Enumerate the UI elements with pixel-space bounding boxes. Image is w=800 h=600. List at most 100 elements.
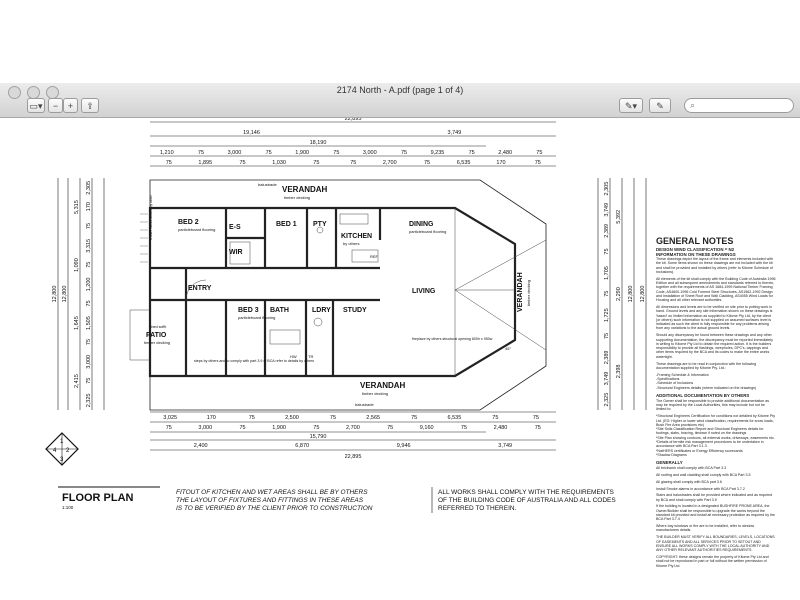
compliance-line-2: OF THE BUILDING CODE OF AUSTRALIA AND AL… [438, 497, 616, 504]
room-label-verandah-right: VERANDAH [517, 272, 524, 312]
fireplace-note: fireplace by others structural opening 8… [412, 337, 493, 341]
room-label-es: E-S [229, 224, 241, 231]
plan-title: FLOOR PLAN [62, 492, 134, 504]
dim-right-col2: 5,392 [616, 210, 622, 224]
dim-bottom-row2: 75 [313, 425, 319, 431]
floor-plan-drawing: VERANDAH timber decking BED 2 particlebo… [45, 118, 647, 513]
window-title: 2174 North - A.pdf (page 1 of 4) [336, 85, 464, 95]
caution-line-1: FITOUT OF KITCHEN AND WET AREAS SHALL BE… [176, 489, 368, 496]
dim-left-col2: 1,090 [74, 258, 80, 272]
generally-item: All roofing and wall cladding shall comp… [656, 472, 751, 477]
dim-right-col: 3,749 [604, 203, 610, 217]
dim-top-row1: 3,749 [448, 130, 462, 136]
dim-bottom-row4: 6,870 [295, 443, 309, 449]
dim-top-row4: 2,700 [383, 160, 397, 166]
north-symbol: 1 4 2 3 [45, 432, 79, 466]
notes-copyright: COPYRIGHT: these designs remain the prop… [656, 554, 769, 568]
dim-right-col2: 2,398 [616, 365, 622, 379]
room-sub-verandah-top: timber decking [284, 195, 310, 200]
dim-bottom-row1: 170 [207, 415, 216, 421]
dim-right-col: 75 [604, 248, 610, 254]
dim-left-col: 75 [86, 339, 92, 345]
generally-item: All glazing shall comply with BCA part 3… [656, 479, 722, 484]
balustrade-top: balustrade [258, 182, 277, 187]
dim-left-col: 170 [86, 202, 92, 211]
room-sub-verandah-bottom: timber decking [362, 391, 388, 396]
sidebar-toggle-button[interactable]: ▭▾ [27, 98, 45, 113]
dim-left-col: 2,305 [86, 181, 92, 195]
generally-item: Where bay windows or fire are to be inst… [656, 524, 755, 533]
dim-bottom-row1: 2,500 [285, 415, 299, 421]
room-label-kitchen: KITCHEN [341, 233, 372, 240]
search-icon: ⌕ [690, 100, 696, 110]
dim-bottom-row1: 2,565 [366, 415, 380, 421]
interior-lines [129, 208, 547, 376]
room-label-wir: WIR [229, 249, 243, 256]
dim-right-col2: 2,290 [616, 287, 622, 301]
verandah-outline [149, 179, 547, 411]
dim-top-row3: 1,210 [160, 150, 174, 156]
notes-subtitle-1: DESIGN WIND CLASSIFICATION = N2 [656, 247, 735, 252]
dim-bottom-row2: 75 [535, 425, 541, 431]
list-item: *Site Plan showing contours, all externa… [656, 435, 775, 440]
share-button[interactable]: ⇪ [81, 98, 99, 113]
dim-bottom-row4: 2,400 [194, 443, 208, 449]
dim-top-row4: 75 [350, 160, 356, 166]
dim-bottom-row2: 2,700 [346, 425, 360, 431]
dim-bottom-row2: 2,480 [494, 425, 508, 431]
dim-top-row4: 75 [313, 160, 319, 166]
dim-right-col: 1,705 [604, 266, 610, 280]
north-mark-4: 4 [53, 448, 57, 454]
list-item: -Framing Schedule & Information [656, 372, 709, 377]
dim-top-row3: 1,900 [295, 150, 309, 156]
zoom-out-button[interactable]: − [48, 98, 63, 113]
list-item: *NatHERS certificates or Energy Efficien… [656, 448, 743, 453]
notes-warning: THE BUILDER MUST VERIFY ALL BOUNDARIES, … [656, 535, 775, 553]
notes-heading-3: GENERALLY [656, 460, 683, 466]
room-sub-bed3: particleboard flooring [238, 315, 275, 320]
annotate-menu-button[interactable]: ✎▾ [619, 98, 643, 113]
room-label-bath: BATH [270, 307, 289, 314]
caution-line-2: THE LAYOUT OF FIXTURES AND FITTINGS IN T… [176, 497, 364, 504]
room-label-patio: PATIO [146, 332, 167, 339]
dim-left-col: 2,325 [86, 394, 92, 408]
north-mark-3: 3 [60, 457, 64, 463]
dim-top-row4: 75 [166, 160, 172, 166]
steps-note: steps by others and to comply with part … [194, 359, 314, 363]
dim-bottom-row2: 9,160 [420, 425, 434, 431]
room-label-bed2: BED 2 [178, 219, 199, 226]
close-button[interactable] [8, 86, 21, 99]
dim-bottom-row1: 3,025 [163, 415, 177, 421]
dim-bottom-row4: 3,749 [498, 443, 512, 449]
dim-top-row3: 2,480 [498, 150, 512, 156]
dim-bottom-row1: 6,535 [448, 415, 462, 421]
dim-top-row4: 75 [424, 160, 430, 166]
caution-line-3: IS TO BE VERIFIED BY THE CLIENT PRIOR TO… [176, 505, 373, 512]
lined-soffit: lined soffit [150, 325, 166, 329]
dim-right-col: 2,325 [604, 393, 610, 407]
dim-top-row3: 75 [198, 150, 204, 156]
room-label-bed1: BED 1 [276, 221, 297, 228]
room-label-living: LIVING [412, 288, 436, 295]
dim-left-col: 1,505 [86, 316, 92, 330]
dim-bottom-row1: 75 [249, 415, 255, 421]
dim-bottom-row1: 75 [411, 415, 417, 421]
room-label-pty: PTY [313, 221, 327, 228]
dim-right-col: 2,305 [604, 182, 610, 196]
dim-top-row3: 3,000 [228, 150, 242, 156]
edit-toolbar-button[interactable]: ✎ [649, 98, 671, 113]
zoom-in-button[interactable]: + [63, 98, 78, 113]
pdf-page[interactable]: VERANDAH timber decking BED 2 particlebo… [0, 118, 800, 600]
room-label-ldry: LDRY [312, 307, 331, 314]
room-label-entry: ENTRY [188, 285, 212, 292]
window-titlebar: 2174 North - A.pdf (page 1 of 4) ▭▾ − + … [0, 83, 800, 118]
dim-top-row3: 75 [333, 150, 339, 156]
dim-left-col: 1,200 [86, 278, 92, 292]
generally-item: If the building is located in a designat… [656, 504, 776, 522]
dim-right-col: 1,725 [604, 308, 610, 322]
list-item: *Details of termite risk management proc… [656, 439, 764, 449]
search-input[interactable]: ⌕ [684, 98, 794, 113]
room-label-bed3: BED 3 [238, 307, 259, 314]
room-sub-dining: particleboard flooring [409, 229, 446, 234]
